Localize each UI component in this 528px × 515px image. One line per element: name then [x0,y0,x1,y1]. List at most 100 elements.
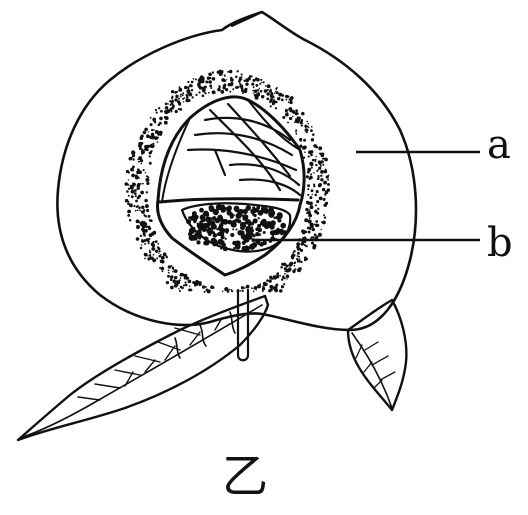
speckle-dot [322,188,325,191]
speckle-dot [295,109,298,112]
speckle-dot [209,77,211,79]
speckle-dot [165,103,168,106]
speckle-dot [310,163,313,166]
speckle-dot [310,173,312,175]
speckle-dot [148,242,150,244]
speckle-dot [273,99,275,101]
speckle-dot [184,86,188,90]
speckle-dot [145,172,146,173]
speckle-dot [242,290,244,292]
speckle-dot [238,80,241,83]
speckle-dot [149,145,152,148]
seed-dot [217,215,223,221]
speckle-dot [297,252,300,255]
seed-dot [203,241,208,246]
speckle-dot [150,117,152,119]
speckle-dot [262,287,265,290]
seed-dot [275,216,278,219]
seed-dot [188,222,191,225]
speckle-dot [292,252,294,254]
speckle-dot [170,104,172,106]
speckle-dot [298,260,301,263]
speckle-dot [235,75,238,78]
seed-dot [204,236,208,240]
speckle-dot [255,84,258,87]
speckle-dot [297,255,299,257]
speckle-dot [292,116,294,118]
speckle-dot [318,184,321,187]
speckle-dot [241,87,244,90]
seed-dot [198,236,201,239]
speckle-dot [296,258,299,261]
speckle-dot [307,188,309,190]
speckle-dot [181,287,184,290]
speckle-dot [131,195,134,198]
seed-dot [248,224,251,227]
speckle-dot [252,79,255,82]
speckle-dot [319,197,323,201]
seed-dot [225,238,227,240]
seed-dot [196,240,200,244]
speckle-dot [313,144,317,148]
speckle-dot [148,227,151,230]
speckle-dot [305,231,307,233]
speckle-dot [131,151,135,155]
speckle-dot [224,74,226,76]
seed-dot [226,207,231,212]
seed-dot [199,221,202,224]
speckle-dot [237,70,239,72]
speckle-dot [144,149,146,151]
speckle-dot [149,250,151,252]
speckle-dot [315,235,318,238]
speckle-dot [179,86,181,88]
seed-dot [284,231,286,233]
speckle-dot [256,78,260,82]
speckle-dot [130,168,134,172]
speckle-dot [150,219,153,222]
speckle-dot [209,85,212,88]
speckle-dot [146,182,149,185]
speckle-dot [139,210,141,212]
speckle-dot [161,267,164,270]
speckle-dot [178,288,180,290]
seed-dot [240,225,245,230]
speckle-dot [186,277,189,280]
speckle-dot [254,90,257,93]
fruit-flesh-outline [57,12,416,330]
speckle-dot [128,179,129,180]
speckle-dot [144,128,148,132]
speckle-dot [150,123,153,126]
seed-dot [252,206,255,209]
speckle-dot [147,255,149,257]
speckle-dot [282,94,285,97]
speckle-dot [141,244,143,246]
speckle-dot [322,158,324,160]
speckle-dot [315,194,318,197]
label-a: a [487,125,511,165]
speckle-dot [127,202,130,205]
speckle-dot [137,158,139,160]
speckle-dot [270,95,273,98]
speckle-dot [319,153,321,155]
speckle-dot [186,94,189,97]
speckle-dot [136,220,140,224]
speckle-dot [160,110,163,113]
speckle-dot [317,208,319,210]
speckle-dot [229,70,233,74]
speckle-dot [144,253,148,257]
speckle-dot [144,145,148,149]
seed-dot [258,217,260,219]
seed-dot [211,238,217,244]
speckle-dot [270,89,272,91]
seed-dot [207,227,211,231]
speckle-dot [180,277,181,278]
speckle-dot [144,258,146,260]
speckle-dot [157,141,159,143]
speckle-dot [293,271,295,273]
seed-dot [257,228,262,233]
speckle-dot [174,276,177,279]
speckle-dot [183,97,185,99]
speckle-dot [282,116,285,119]
speckle-dot [306,121,308,123]
